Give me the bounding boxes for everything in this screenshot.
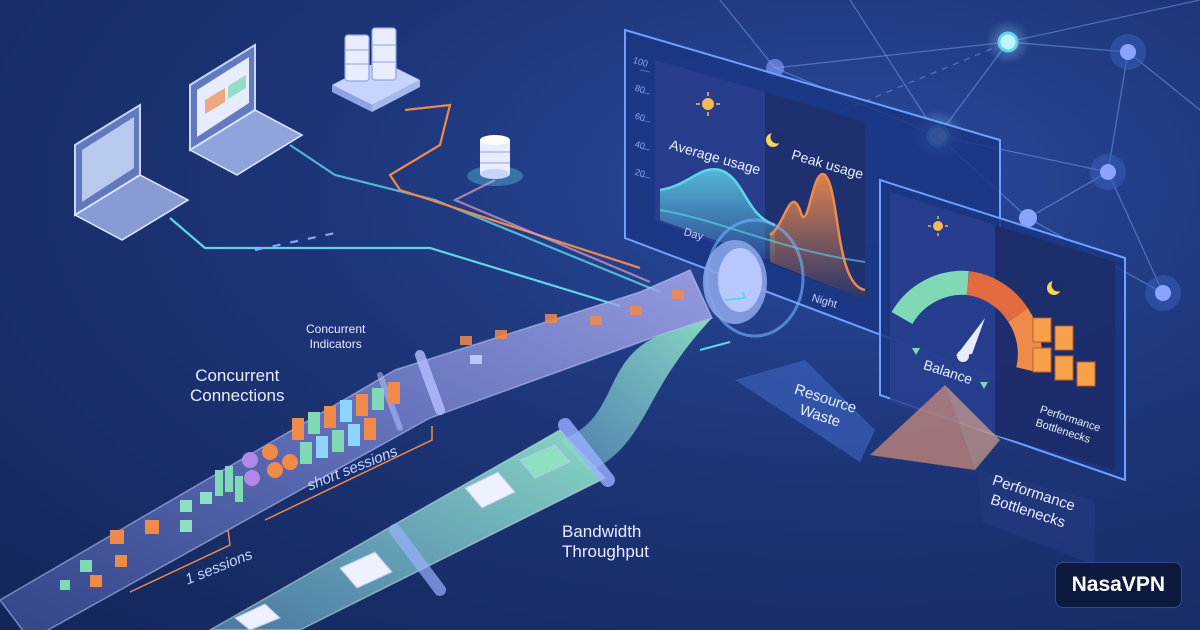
concurrent-connections-label: Concurrent Connections [190, 366, 285, 405]
bandwidth-throughput-label: Bandwidth Throughput [562, 522, 649, 561]
moon-icon [766, 130, 784, 147]
database-icon [467, 135, 523, 186]
average-usage-area [660, 169, 775, 262]
document-icon [234, 444, 571, 630]
peak-usage-area [770, 174, 865, 300]
balance-wedges [735, 360, 1095, 565]
dashboard-connector [699, 218, 805, 351]
sun-icon [696, 92, 720, 116]
concurrent-indicators-label: Concurrent Indicators [306, 322, 366, 351]
axis-ticks [639, 69, 651, 179]
session-blocks [60, 382, 400, 590]
brand-logo-badge[interactable]: NasaVPN [1054, 562, 1182, 608]
bandwidth-tube [208, 318, 712, 630]
laptop-icon [188, 43, 304, 176]
document-icon [1032, 317, 1096, 387]
laptop-icon [73, 103, 190, 241]
sessions-tube [0, 269, 714, 630]
sun-icon [928, 216, 948, 236]
device-connection-lines [169, 103, 661, 308]
moon-icon [1047, 278, 1065, 295]
data-packets [460, 290, 684, 364]
server-stack-icon [332, 27, 420, 112]
gauge-icon [891, 270, 1042, 389]
